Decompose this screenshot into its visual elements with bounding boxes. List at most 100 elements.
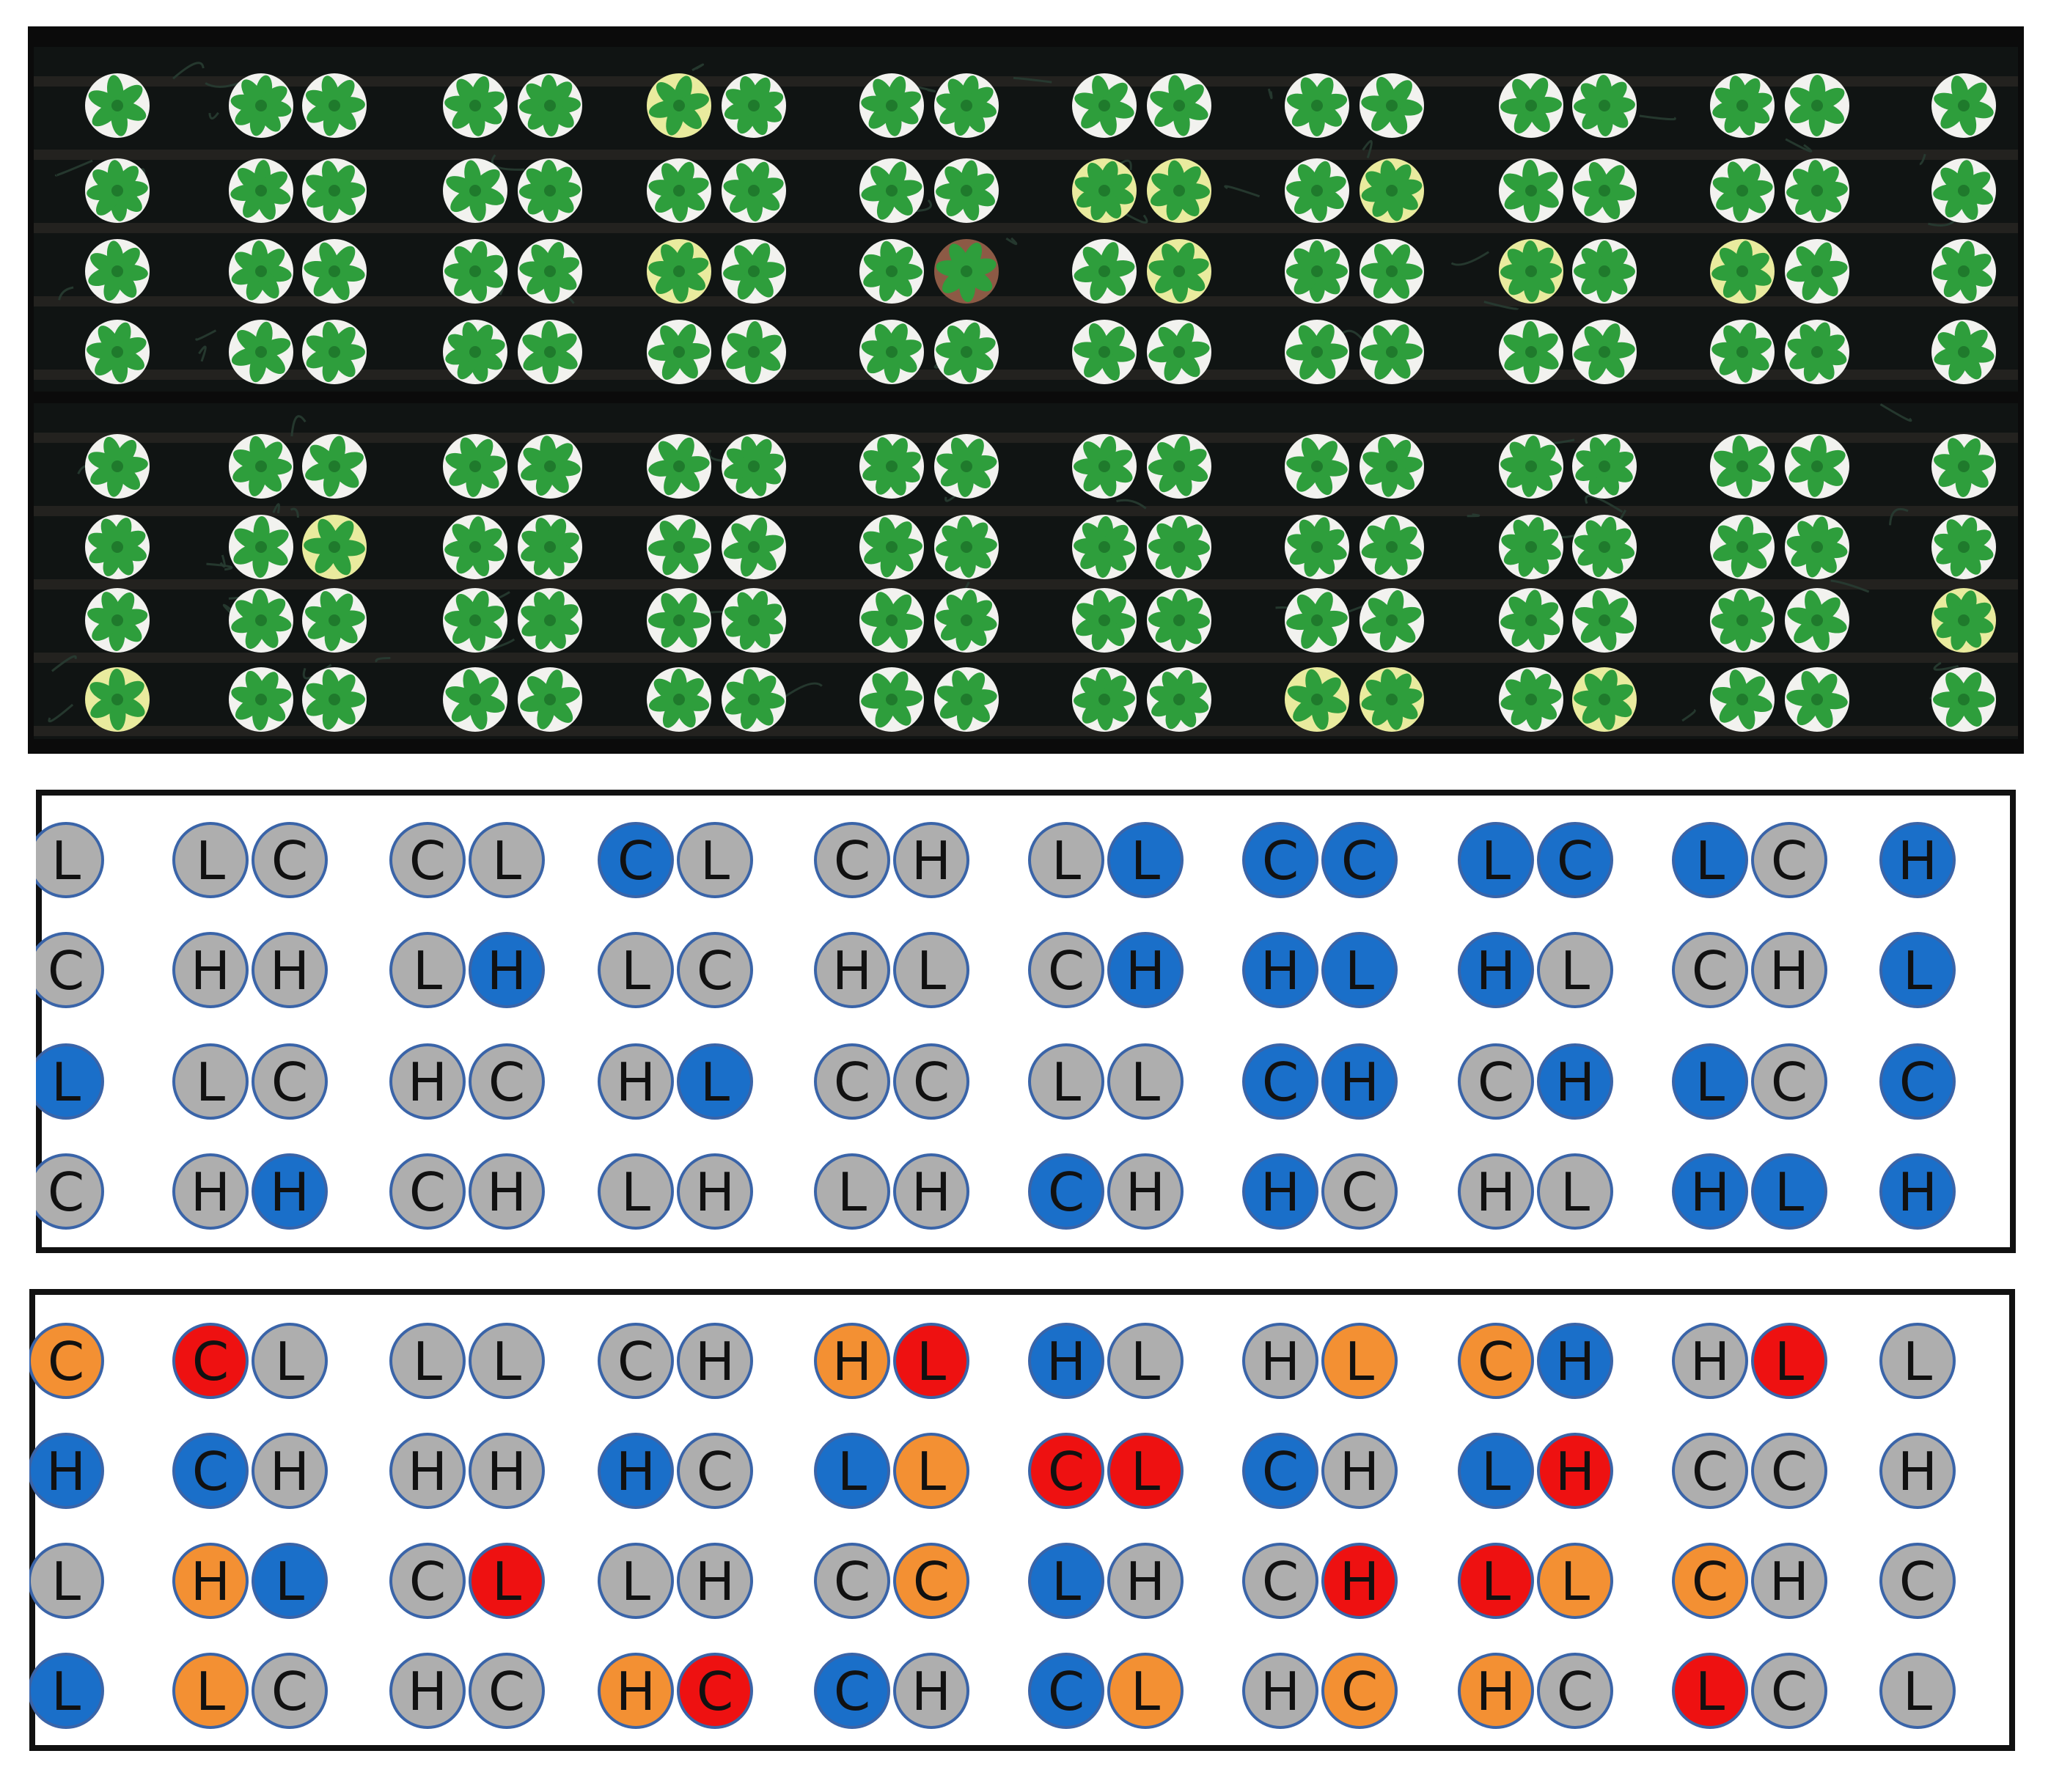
rosette-center <box>748 460 760 472</box>
plant-pot <box>1499 434 1563 499</box>
treatment-disc: H <box>893 1153 969 1230</box>
disc-circle <box>172 1043 249 1120</box>
rosette-center <box>886 694 898 705</box>
leaf <box>324 618 342 651</box>
leaf <box>329 436 346 469</box>
leaf <box>332 344 365 361</box>
disc-circle <box>1672 822 1748 898</box>
rosette-center <box>1311 614 1323 626</box>
leaf <box>961 322 980 354</box>
plant-pot <box>1931 667 1996 732</box>
treatment-disc: L <box>1879 1323 1956 1399</box>
treatment-disc: L <box>598 1153 674 1230</box>
rosette-center <box>329 100 340 111</box>
leaf <box>1525 697 1542 730</box>
plant-pot <box>1572 158 1637 223</box>
disc-circle <box>1537 1433 1613 1509</box>
disc-circle <box>1672 1323 1748 1399</box>
rosette-center <box>1958 185 1970 197</box>
plant-pot <box>1072 73 1137 138</box>
disc-label: C <box>697 940 733 1002</box>
disc-label: H <box>616 1441 656 1502</box>
rosette-center <box>1736 185 1748 197</box>
disc-label: C <box>834 1551 870 1612</box>
plant-pot <box>1785 434 1849 499</box>
rosette-center <box>1386 265 1398 277</box>
rosette-center <box>1525 185 1537 197</box>
plant-pot <box>1360 320 1424 384</box>
disc-circle <box>1242 1323 1318 1399</box>
disc-label: L <box>700 1051 730 1113</box>
leaf <box>1315 176 1346 195</box>
disc-label: H <box>832 1331 872 1392</box>
rosette-center <box>544 614 556 626</box>
disc-label: L <box>492 1331 521 1392</box>
leaf <box>887 671 909 702</box>
disc-label: H <box>1690 1161 1730 1223</box>
rosette-center <box>673 460 685 472</box>
treatment-disc: C <box>252 1043 328 1120</box>
disc-circle <box>1242 1043 1318 1120</box>
disc-label: L <box>621 940 650 1002</box>
wire <box>198 345 207 362</box>
plant-pot <box>518 515 582 579</box>
disc-circle <box>252 1653 328 1729</box>
disc-label: C <box>1771 1441 1808 1502</box>
disc-circle <box>252 932 328 1008</box>
disc-circle <box>814 1043 890 1120</box>
disc-label: L <box>413 1331 442 1392</box>
rosette-center <box>1525 541 1537 553</box>
treatment-disc: C <box>814 1043 890 1120</box>
rosette-center <box>1736 541 1748 553</box>
disc-label: L <box>1481 830 1511 892</box>
treatment-disc: L <box>389 1323 466 1399</box>
rosette-center <box>886 185 898 197</box>
rosette-center <box>1599 346 1610 358</box>
disc-label: H <box>1340 1441 1379 1502</box>
rosette-center <box>748 694 760 705</box>
plant-pot <box>443 588 507 653</box>
disc-label: L <box>196 1661 225 1722</box>
rosette-center <box>673 541 685 553</box>
wire <box>1919 153 1926 166</box>
treatment-disc: H <box>1107 1153 1184 1230</box>
leaf <box>677 456 710 473</box>
disc-circle <box>469 1153 545 1230</box>
treatment-disc: C <box>1537 822 1613 898</box>
leaf <box>88 90 120 110</box>
plant-pot <box>1572 588 1637 653</box>
leaf <box>1386 188 1404 221</box>
treatment-disc: L <box>1751 1323 1827 1399</box>
disc-circle <box>172 932 249 1008</box>
disc-label: L <box>1131 830 1160 892</box>
rosette-center <box>544 694 556 705</box>
plant-pot <box>1572 515 1637 579</box>
disc-circle <box>389 1323 466 1399</box>
leaf <box>1074 458 1107 475</box>
wire <box>944 493 957 502</box>
disc-label: C <box>48 1331 84 1392</box>
disc-circle <box>1458 932 1534 1008</box>
plant-pot <box>1285 320 1349 384</box>
plant-pot <box>443 434 507 499</box>
treatment-disc: H <box>1672 1153 1748 1230</box>
leaf <box>875 697 896 728</box>
wire <box>1116 499 1147 510</box>
treatment-disc: H <box>1672 1323 1748 1399</box>
disc-circle <box>598 1433 674 1509</box>
rosette-center <box>1599 694 1610 705</box>
treatment-disc: H <box>1242 1323 1318 1399</box>
leaf <box>1305 669 1323 702</box>
disc-circle <box>29 1653 104 1729</box>
disc-label: H <box>1340 1551 1379 1612</box>
treatment-disc: H <box>252 932 328 1008</box>
rosette-center <box>1958 614 1970 626</box>
disc-label: C <box>697 1441 733 1502</box>
disc-label: L <box>275 1551 304 1612</box>
disc-label: L <box>621 1161 650 1223</box>
rosette-center <box>1599 541 1610 553</box>
plant-pot <box>302 515 367 579</box>
treatment-disc: L <box>469 1543 545 1619</box>
plant-pot <box>518 320 582 384</box>
